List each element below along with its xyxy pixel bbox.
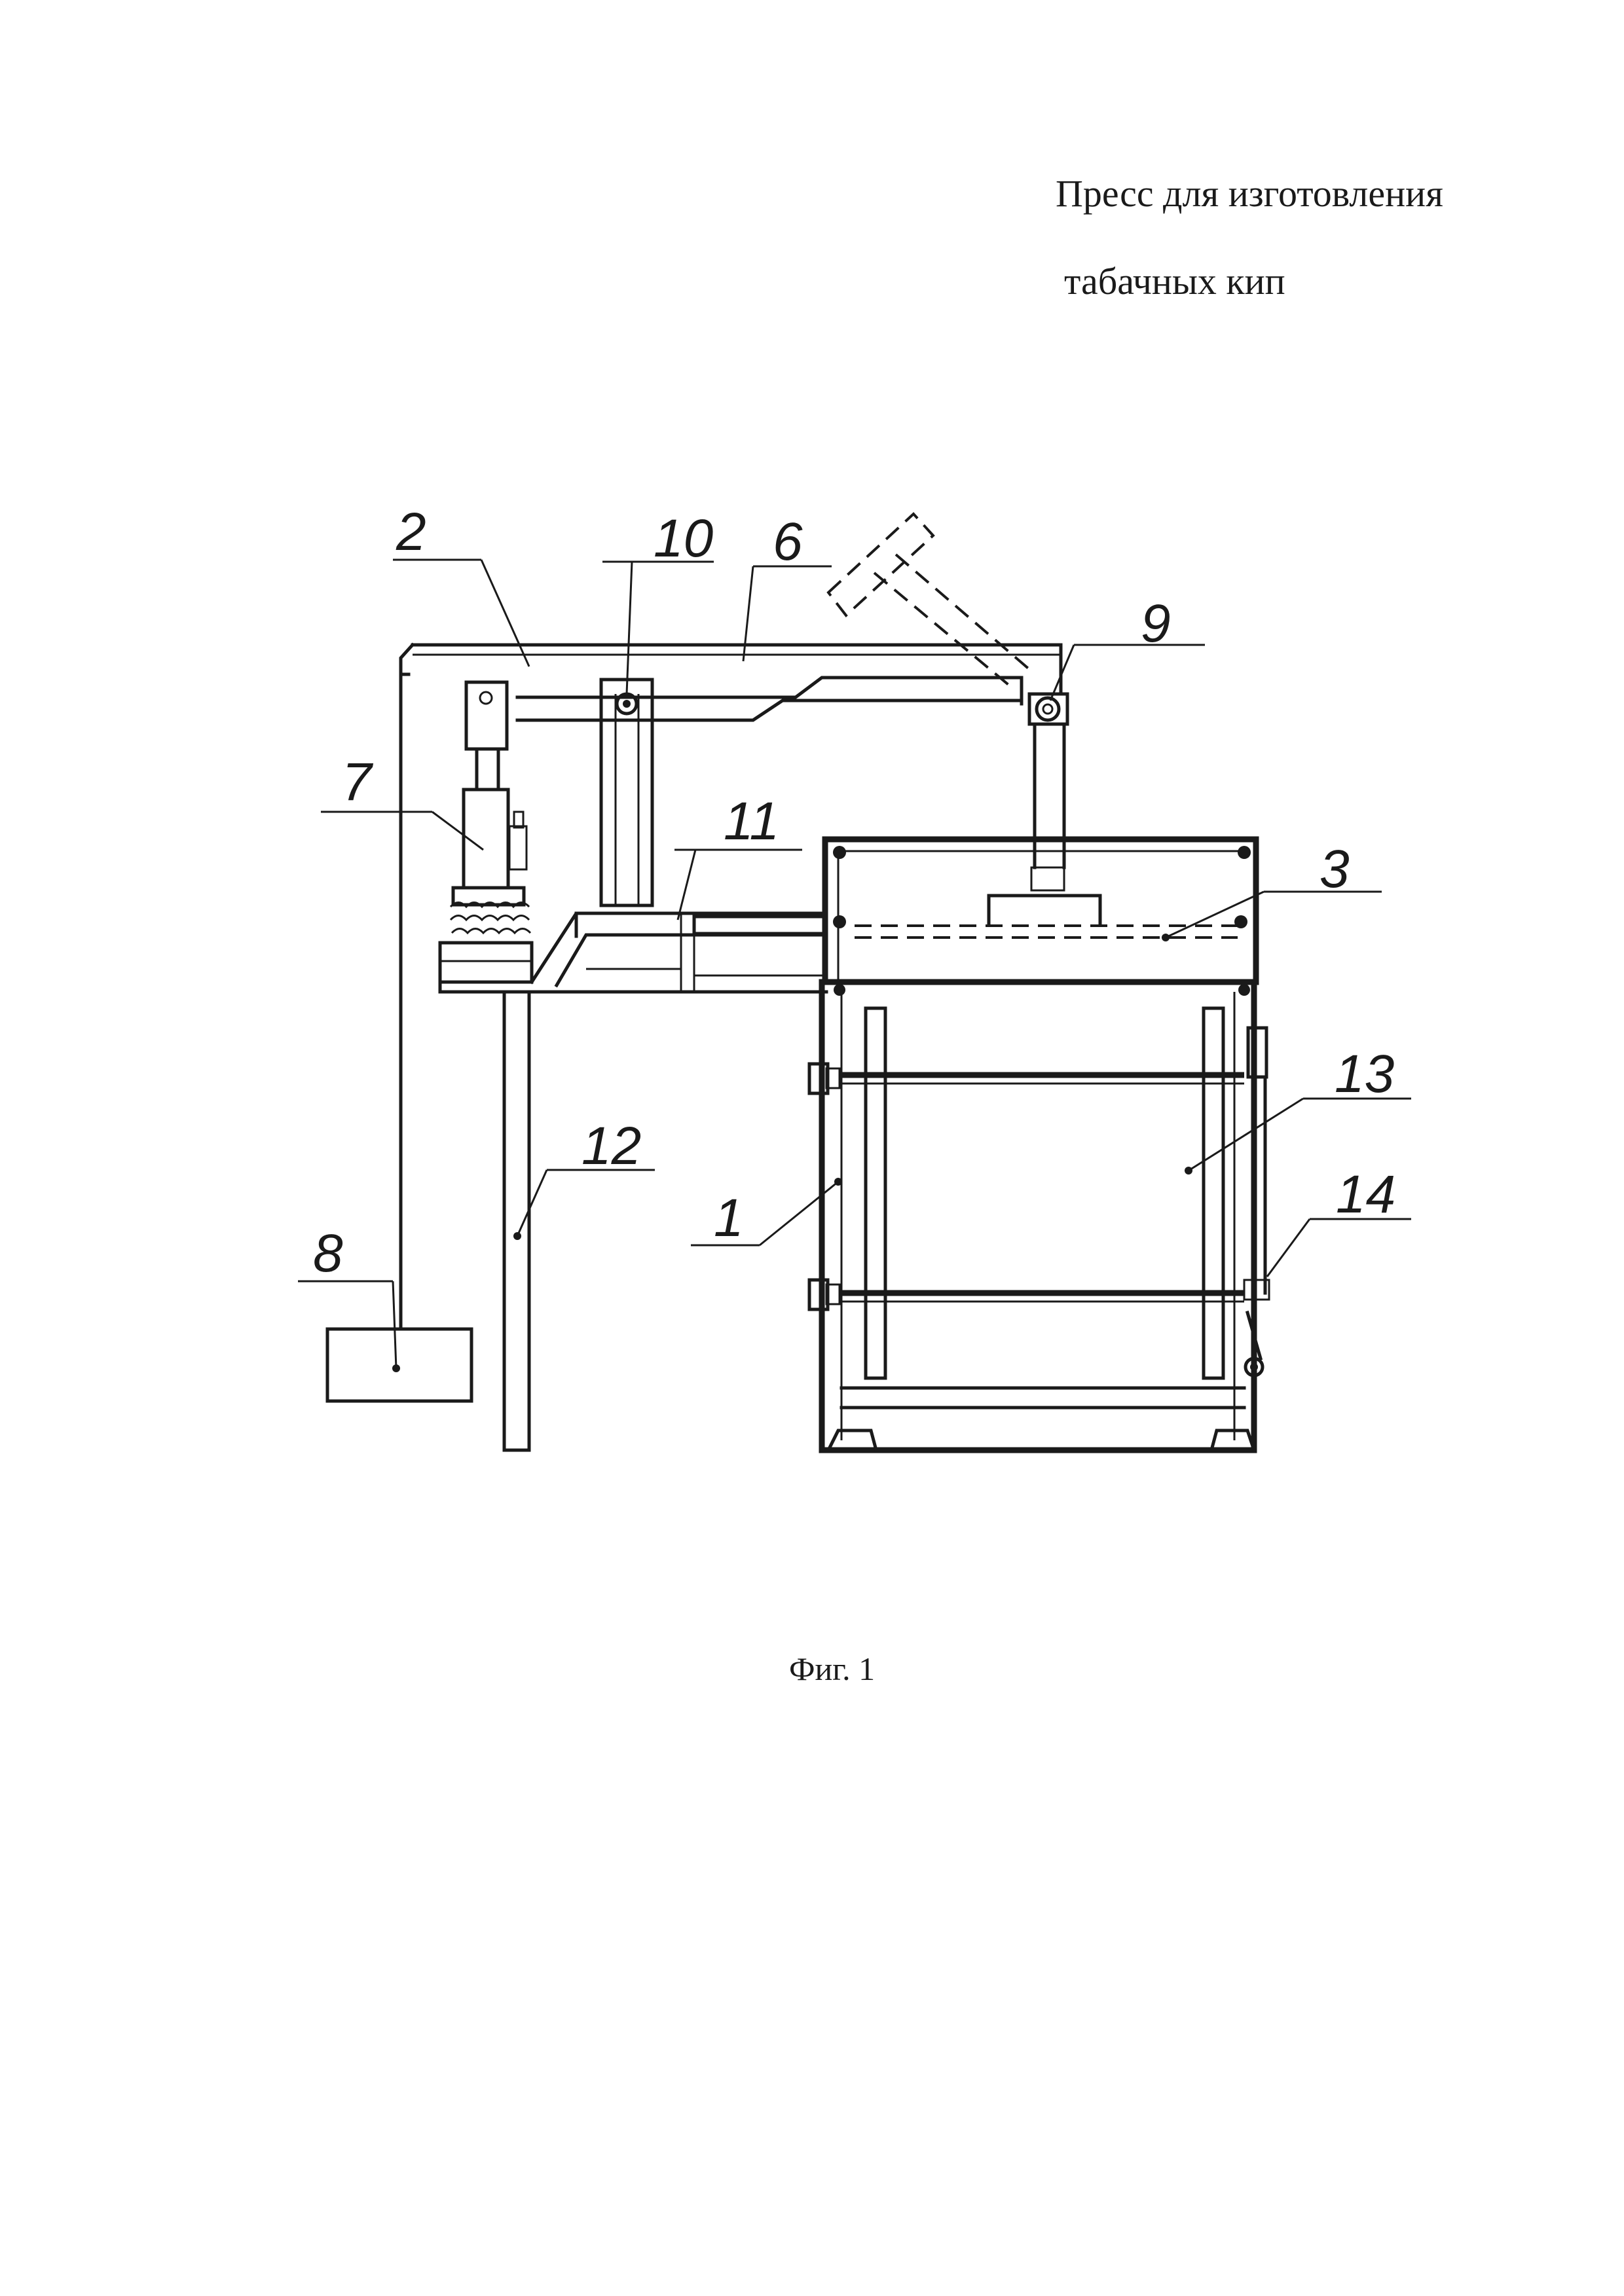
door-hinges — [807, 1062, 841, 1311]
callout-7: 7 — [342, 752, 374, 812]
document-title-line-1: Пресс для изготовления — [1056, 172, 1443, 215]
callout-1: 1 — [714, 1188, 744, 1248]
callout-2: 2 — [396, 502, 426, 562]
base-platform — [438, 911, 828, 994]
callout-9: 9 — [1141, 594, 1171, 653]
callout-10: 10 — [654, 509, 713, 568]
callout-14: 14 — [1336, 1165, 1395, 1224]
door-lock — [1243, 1026, 1270, 1377]
hydraulic-jack — [449, 680, 532, 935]
callout-12: 12 — [581, 1116, 641, 1176]
figure-caption: Фиг. 1 — [789, 1650, 876, 1687]
callout-8: 8 — [313, 1224, 343, 1283]
handle-rod — [502, 990, 531, 1452]
top-beam — [399, 642, 1063, 696]
callout-11: 11 — [724, 792, 779, 851]
bale-chamber-frame — [819, 836, 1259, 1453]
lever-arm — [515, 676, 1024, 722]
column — [599, 678, 654, 907]
callout-3: 3 — [1320, 839, 1350, 899]
callout-6: 6 — [773, 512, 803, 572]
lever-alternate-position — [826, 512, 1033, 689]
leader-lines — [298, 558, 1411, 1372]
pivot-and-rod — [987, 692, 1102, 925]
counterweight — [325, 672, 473, 1403]
callout-13: 13 — [1335, 1044, 1394, 1104]
document-title-line-2: табачных кип — [1064, 260, 1285, 302]
